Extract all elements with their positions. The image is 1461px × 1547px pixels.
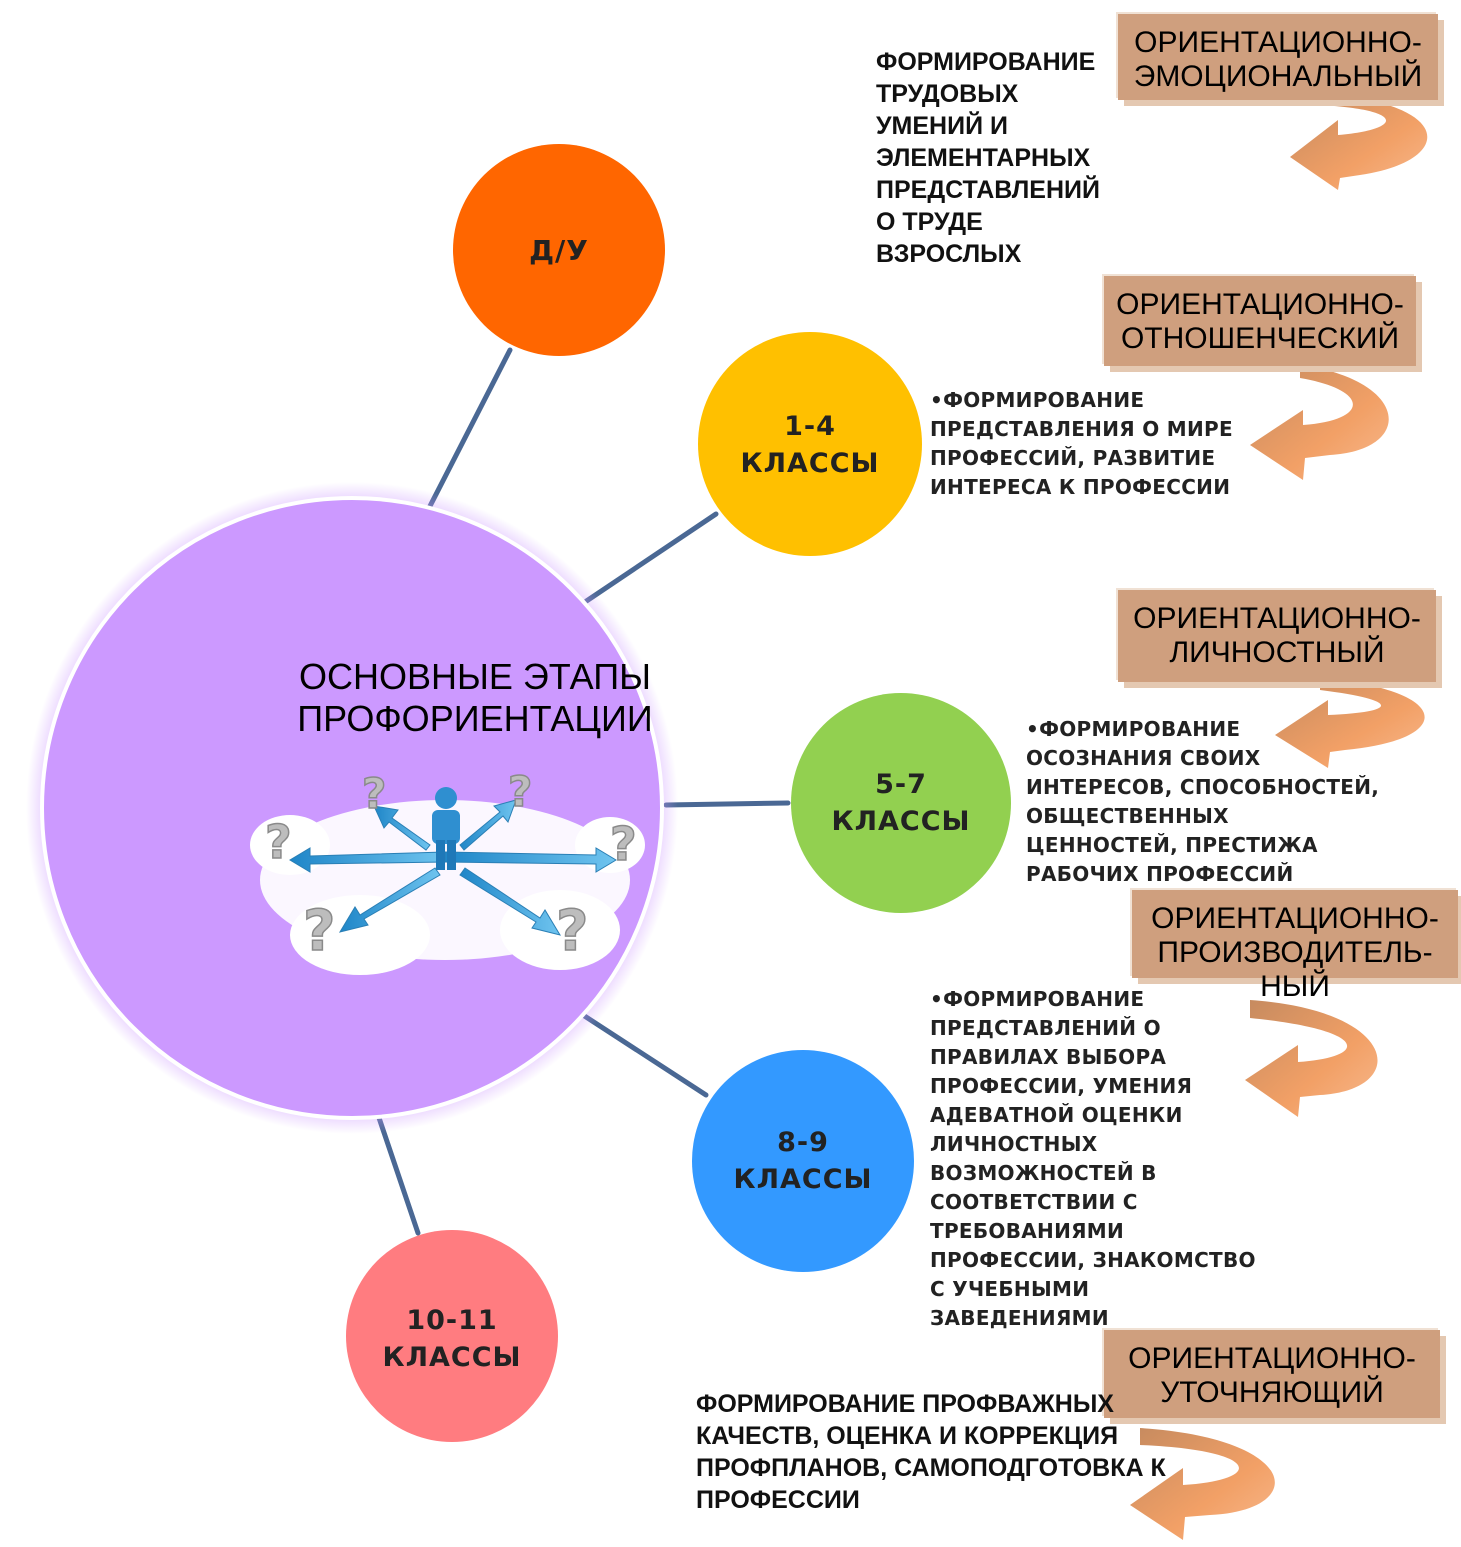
svg-text:?: ? [265,815,292,869]
node-label-5-7: 5-7 КЛАССЫ [831,769,971,837]
connector-5-7 [663,800,791,808]
node-circle-1-4 [698,332,922,556]
stage-box-relational: ОРИЕНТАЦИОННО-ОТНОШЕНЧЕСКИЙ [1104,276,1416,366]
center-title: ОСНОВНЫЕ ЭТАПЫ ПРОФОРИЕНТАЦИИ [297,656,653,739]
stage-box-emotional: ОРИЕНТАЦИОННО-ЭМОЦИОНАЛЬНЫЙ [1118,14,1438,100]
connector-8-9 [580,1012,709,1098]
connector-1-4 [582,511,719,605]
svg-text:?: ? [610,817,637,871]
connector-du [425,347,513,513]
stage-box-personal: ОРИЕНТАЦИОННО-ЛИЧНОСТНЫЙ [1118,590,1436,682]
stage-arrow-2 [1250,365,1389,480]
person-figure [432,787,460,870]
stage-arrows [1130,95,1428,1540]
stage-description-refining: ФОРМИРОВАНИЕ ПРОФВАЖНЫХ КАЧЕСТВ, ОЦЕНКА … [696,1390,1166,1514]
node-label-1-4: 1-4 КЛАССЫ [740,411,880,479]
stage-description-relational: •ФОРМИРОВАНИЕ ПРЕДСТАВЛЕНИЯ О МИРЕ ПРОФЕ… [930,388,1233,499]
stage-description-productive: •ФОРМИРОВАНИЕ ПРЕДСТАВЛЕНИЙ О ПРАВИЛАХ В… [930,987,1256,1330]
stage-arrow-1 [1290,95,1428,190]
node-label-du: Д/У [529,234,589,267]
node-circle-5-7 [791,693,1011,913]
stage-arrow-4 [1245,1000,1378,1117]
node-label-8-9: 8-9 КЛАССЫ [733,1127,873,1195]
career-choice-illustration: ? ? ? ? ? ? [250,766,645,975]
svg-text:?: ? [556,899,588,964]
center-circle [40,496,664,1120]
node-circle-du [453,144,665,356]
stage-box-refining: ОРИЕНТАЦИОННО-УТОЧНЯЮЩИЙ [1104,1330,1440,1418]
node-circle-8-9 [692,1050,914,1272]
stage-arrow-5 [1130,1428,1275,1540]
stage-box-productive: ОРИЕНТАЦИОННО-ПРОИЗВОДИТЕЛЬ-НЫЙ [1132,890,1458,1003]
svg-text:?: ? [303,899,335,964]
stage-arrow-3 [1275,678,1425,768]
svg-text:?: ? [362,769,386,818]
stage-description-personal: •ФОРМИРОВАНИЕ ОСОЗНАНИЯ СВОИХ ИНТЕРЕСОВ,… [1026,717,1380,886]
stage-description-emotional: ФОРМИРОВАНИЕ ТРУДОВЫХ УМЕНИЙ И ЭЛЕМЕНТАР… [876,48,1100,268]
node-label-10-11: 10-11 КЛАССЫ [382,1305,522,1373]
svg-text:?: ? [508,767,532,816]
node-circle-10-11 [346,1230,558,1442]
